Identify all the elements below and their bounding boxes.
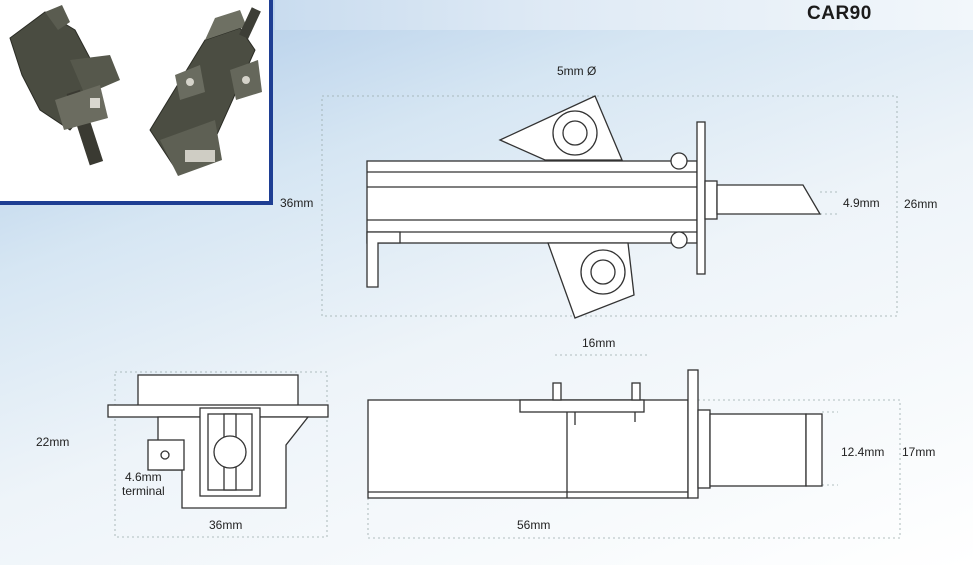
header-band	[275, 0, 973, 30]
part-number-title: CAR90	[807, 3, 872, 24]
overall-height-label: 26mm	[904, 197, 938, 211]
length-label: 56mm	[517, 518, 551, 532]
bracket-width-label: 16mm	[582, 336, 616, 350]
height-top-label: 36mm	[280, 196, 314, 210]
base-width-label: 36mm	[209, 518, 243, 532]
diameter-label: 5mm Ø	[557, 64, 597, 78]
brush-width-label: 4.9mm	[843, 196, 880, 210]
housing-height-label: 17mm	[902, 445, 936, 459]
side-view-dimension-box	[114, 371, 328, 538]
top-view-dimension-box	[321, 95, 898, 317]
top-view-drawing	[366, 95, 822, 319]
brush-height-label: 12.4mm	[841, 445, 885, 459]
side-height-label: 22mm	[36, 435, 70, 449]
carbon-brush-photo-icon	[9, 5, 262, 176]
product-photo	[0, 0, 273, 205]
side-view-drawing	[107, 374, 329, 509]
front-view-drawing	[367, 369, 823, 499]
terminal-label: terminal	[122, 484, 165, 498]
terminal-size-label: 4.6mm	[125, 470, 162, 484]
